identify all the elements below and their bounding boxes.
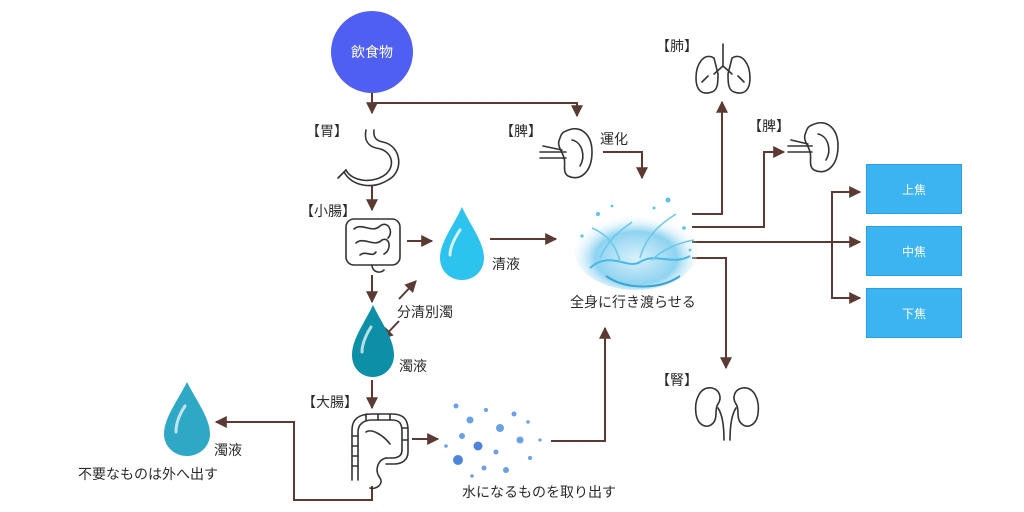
food-node: 飲食物 (331, 11, 413, 93)
arrow-jiao-branch-upper (831, 186, 862, 242)
small-intestine-icon (345, 218, 401, 273)
water-splash-icon (574, 197, 698, 290)
small-intestine-label: 【小腸】 (300, 204, 356, 220)
spleen-icon (539, 127, 593, 179)
kidney-label: 【腎】 (656, 373, 698, 389)
turbid-fluid-label: 濁液 (399, 359, 427, 375)
arrow-jiao-branch-lower (831, 242, 862, 304)
large-intestine-icon (351, 413, 409, 490)
water-bubbles-icon (444, 403, 542, 478)
large-intestine-label: 【大腸】 (302, 395, 358, 411)
flow-arrows (214, 93, 862, 501)
separate-label: 分清別濁 (397, 305, 453, 321)
lower-jiao-label: 下焦 (901, 306, 926, 321)
lung-icon (695, 43, 751, 94)
arrow-water-to-distribute (551, 326, 611, 442)
lower-jiao-box: 下焦 (866, 288, 962, 338)
arrow-splash-to-spleen-right (692, 146, 786, 228)
excrete-fluid-label: 濁液 (214, 443, 242, 459)
extract-water-label: 水になるものを取り出す (462, 485, 616, 501)
middle-jiao-box: 中焦 (866, 226, 962, 276)
upper-jiao-label: 上焦 (901, 182, 926, 197)
arrow-spleen-transport (603, 151, 648, 180)
turbid-fluid-drop-icon (352, 305, 394, 377)
arrow-large-intestine-to-excrete (214, 416, 373, 501)
spleen-right-label: 【脾】 (748, 119, 790, 135)
lung-label: 【肺】 (656, 39, 698, 55)
transport-label: 運化 (600, 132, 628, 148)
arrow-splash-to-kidney (692, 257, 732, 370)
food-label: 飲食物 (351, 45, 393, 61)
arrow-splash-to-lung (692, 100, 728, 215)
distribute-label: 全身に行き渡らせる (570, 295, 696, 311)
arrow-food-to-spleen (372, 102, 583, 118)
clear-fluid-label: 清液 (492, 257, 520, 273)
excrete-label: 不要なものは外へ出す (78, 467, 218, 483)
spleen-right-icon (787, 121, 839, 173)
middle-jiao-label: 中焦 (901, 244, 926, 259)
stomach-label: 【胃】 (306, 124, 348, 140)
kidney-icon (694, 387, 760, 441)
arrow-separate-to-clear (398, 280, 417, 300)
clear-fluid-drop-icon (440, 207, 484, 280)
stomach-icon (337, 129, 400, 187)
spleen-label: 【脾】 (500, 124, 542, 140)
upper-jiao-box: 上焦 (866, 164, 962, 214)
excrete-drop-icon (164, 382, 210, 456)
